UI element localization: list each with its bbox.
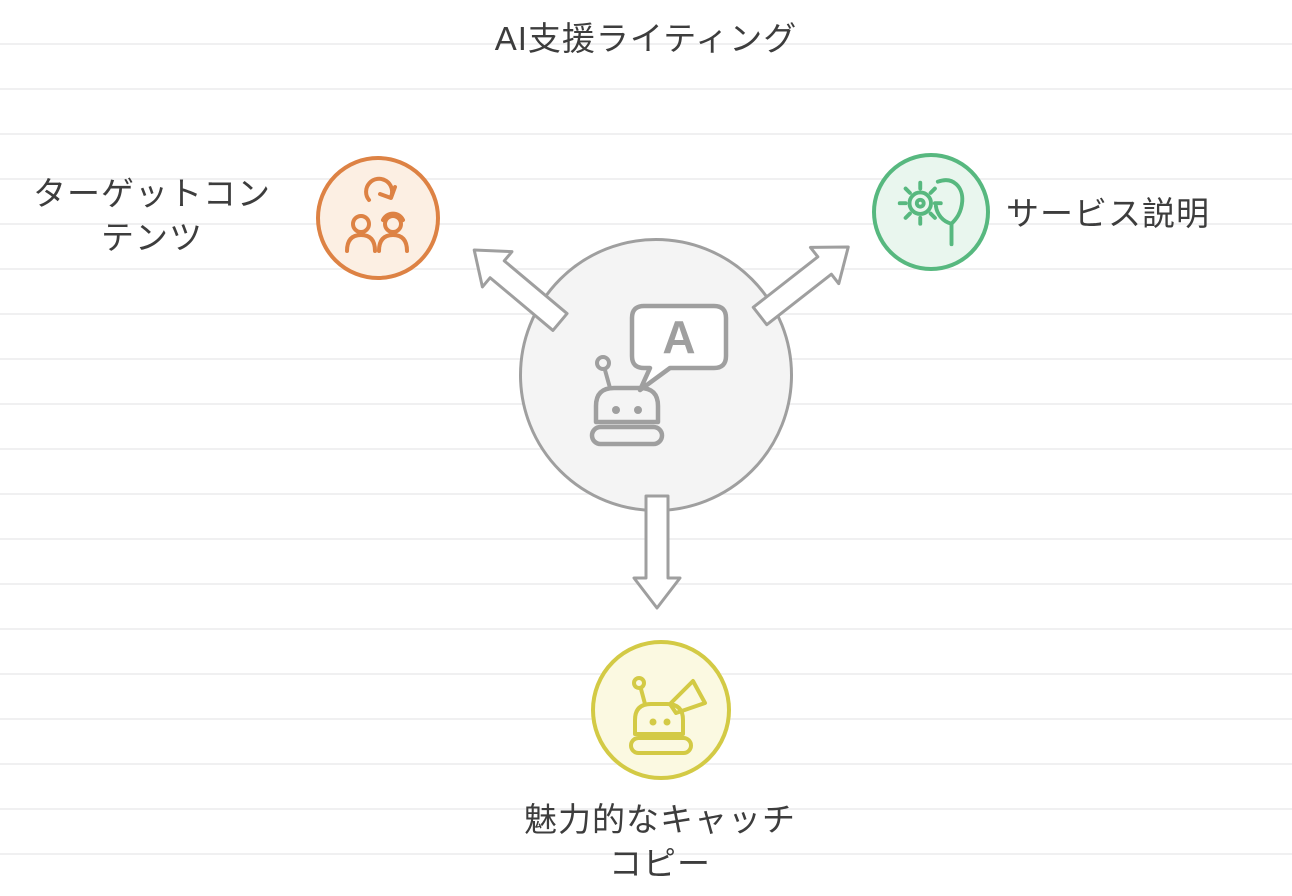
audience-sync-icon [345, 176, 409, 253]
robot-megaphone-icon [629, 676, 707, 755]
label-line: ターゲットコン [33, 175, 271, 212]
arrow-to-catch-copy [632, 494, 682, 610]
gear-hand-icon [897, 178, 965, 247]
label-target-content: ターゲットコン テンツ [4, 172, 300, 260]
label-line: 魅力的なキャッチ [524, 801, 796, 838]
label-line: コピー [609, 845, 711, 882]
diagram-title: AI支援ライティング [494, 20, 798, 57]
robot-chat-icon: A [589, 303, 729, 447]
node-target-content [316, 156, 440, 280]
bubble-letter: A [662, 311, 695, 363]
label-line: テンツ [101, 219, 203, 256]
label-service-description: サービス説明 [1006, 195, 1210, 232]
node-service-description [872, 153, 990, 271]
node-catch-copy [591, 640, 731, 780]
center-node-ai-writing: A [519, 238, 793, 512]
label-catch-copy: 魅力的なキャッチ コピー [440, 798, 880, 886]
